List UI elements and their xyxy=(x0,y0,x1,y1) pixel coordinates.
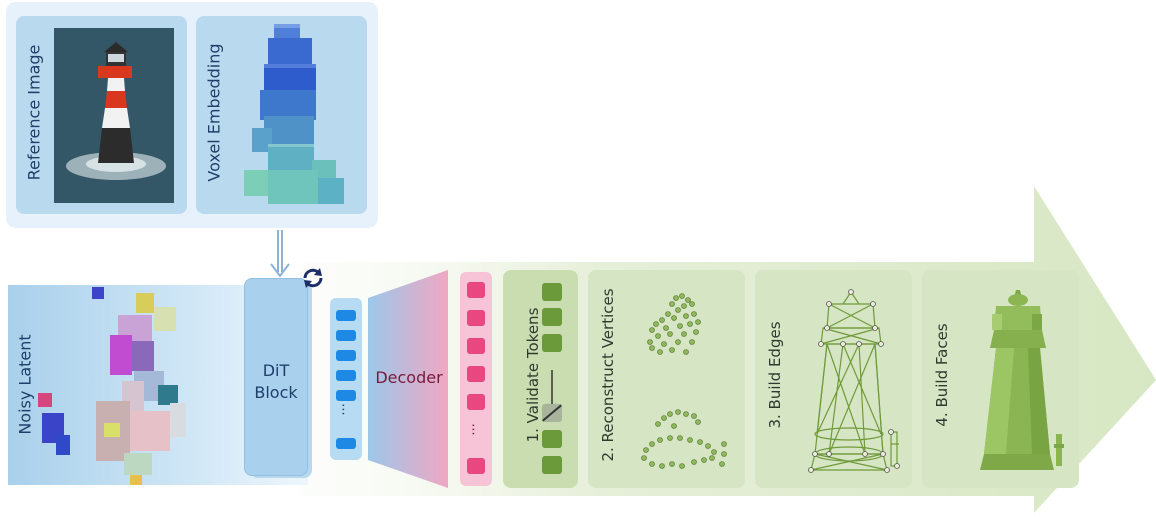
step-1-label: 1. Validate Tokens xyxy=(524,307,542,443)
mesh-token xyxy=(467,282,485,298)
green-token xyxy=(542,430,562,448)
invalid-token xyxy=(542,404,562,422)
mesh-token xyxy=(467,394,485,410)
wireframe-figure xyxy=(808,289,900,473)
step-validate-tokens: 1. Validate Tokens xyxy=(503,270,578,488)
decoder-label: Decoder xyxy=(375,368,443,387)
dit-block-label-line1: DiT xyxy=(262,361,290,380)
latent-token-column: ... xyxy=(330,298,362,460)
step-4-label: 4. Build Faces xyxy=(933,323,951,427)
mesh-token xyxy=(467,458,485,474)
latent-token xyxy=(336,310,356,321)
voxel-embedding-figure xyxy=(244,24,344,204)
step-reconstruct-vertices: 2. Reconstruct Vertices xyxy=(588,270,745,488)
lighthouse-photo xyxy=(54,28,174,203)
dit-block: DiT Block xyxy=(244,278,308,476)
mesh-token-ellipsis: ... xyxy=(468,423,484,436)
noisy-latent-label: Noisy Latent xyxy=(15,334,35,435)
voxel-embedding-label: Voxel Embedding xyxy=(204,43,224,182)
mesh-token xyxy=(467,366,485,382)
loop-icon xyxy=(303,268,323,288)
step-build-faces: 4. Build Faces xyxy=(922,270,1079,488)
green-token xyxy=(542,308,562,326)
mesh-faces-figure xyxy=(980,290,1064,470)
reference-image-label: Reference Image xyxy=(24,44,44,181)
decoder-block xyxy=(368,270,448,488)
vertex-cloud-figure xyxy=(641,293,727,469)
step-2-label: 2. Reconstruct Vertices xyxy=(599,288,617,462)
input-panel: Reference Image Voxel Embedding xyxy=(6,2,378,228)
dit-block-label-line2: Block xyxy=(254,383,298,402)
mesh-token xyxy=(467,338,485,354)
noisy-latent-figure xyxy=(38,287,186,485)
latent-token xyxy=(336,330,356,341)
voxel-embedding-card: Voxel Embedding xyxy=(196,16,367,214)
step-build-edges: 3. Build Edges xyxy=(755,270,912,488)
green-token xyxy=(542,334,562,352)
latent-token xyxy=(336,350,356,361)
green-token xyxy=(542,456,562,474)
mesh-token-column: ... xyxy=(460,272,492,486)
mesh-token xyxy=(467,310,485,326)
input-to-dit-arrow xyxy=(270,230,290,278)
green-token xyxy=(542,283,562,301)
latent-token xyxy=(336,370,356,381)
latent-token xyxy=(336,438,356,449)
step-3-label: 3. Build Edges xyxy=(766,321,784,429)
latent-token-ellipsis: ... xyxy=(338,403,354,416)
latent-token xyxy=(336,390,356,401)
reference-image-card: Reference Image xyxy=(16,16,187,214)
